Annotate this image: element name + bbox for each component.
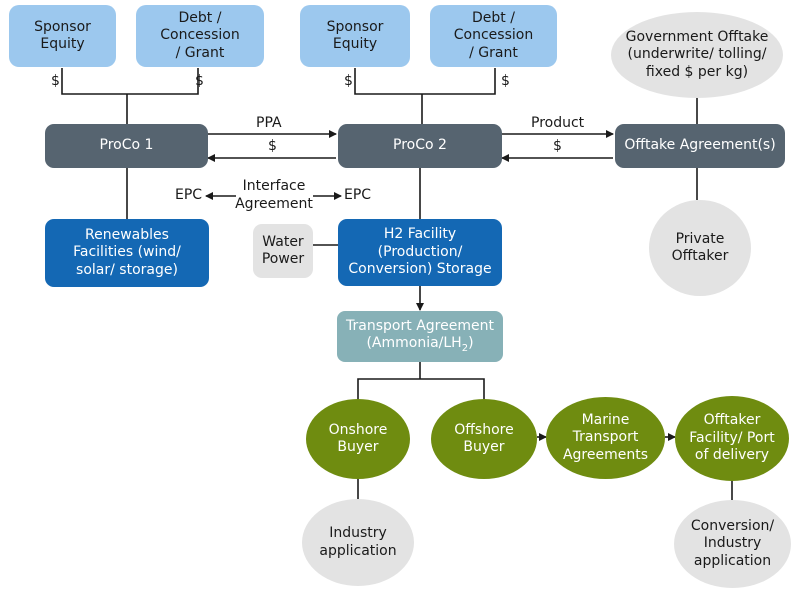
interface-agreement-label: Interface Agreement [235, 178, 313, 212]
h2-facility-box: H2 Facility (Production/ Conversion) Sto… [338, 219, 502, 286]
dollar-label-equity-2: $ [344, 73, 353, 89]
offshore-buyer-ellipse: Offshore Buyer [431, 399, 537, 479]
sponsor-equity-1-box: Sponsor Equity [9, 5, 116, 67]
connector-funding-1 [61, 68, 199, 124]
product-label: Product [531, 115, 585, 131]
transport-agreement-subscript: 2 [461, 342, 469, 354]
dollar-label-offtake: $ [553, 138, 562, 154]
offtaker-facility-ellipse: Offtaker Facility/ Port of delivery [675, 396, 789, 481]
dollar-label-equity-1: $ [51, 73, 60, 89]
transport-agreement-box: Transport Agreement (Ammonia/LH2) [337, 311, 503, 362]
ppa-label: PPA [256, 115, 282, 131]
industry-application-ellipse: Industry application [302, 499, 414, 586]
connector-funding-2 [354, 68, 496, 124]
transport-agreement-line1: Transport Agreement [346, 317, 494, 334]
water-power-box: Water Power [253, 224, 313, 278]
proco-2-box: ProCo 2 [338, 124, 502, 168]
transport-agreement-close: ) [468, 335, 474, 352]
connector-transport-buyers [357, 362, 485, 403]
dollar-label-debt-1: $ [195, 73, 204, 89]
transport-agreement-ammonia: (Ammonia/LH [366, 335, 462, 352]
proco-1-box: ProCo 1 [45, 124, 208, 168]
marine-transport-agreements-ellipse: Marine Transport Agreements [546, 397, 665, 479]
epc-label-right: EPC [344, 187, 372, 203]
epc-label-left: EPC [175, 187, 203, 203]
government-offtake-ellipse: Government Offtake (underwrite/ tolling/… [611, 12, 783, 98]
private-offtaker-ellipse: Private Offtaker [649, 200, 751, 296]
renewables-facilities-box: Renewables Facilities (wind/ solar/ stor… [45, 219, 209, 287]
sponsor-equity-2-box: Sponsor Equity [300, 5, 410, 67]
conversion-industry-application-ellipse: Conversion/ Industry application [674, 500, 791, 588]
transport-agreement-line2: (Ammonia/LH2) [366, 335, 473, 355]
debt-concession-grant-2-box: Debt / Concession / Grant [430, 5, 557, 67]
dollar-label-proco: $ [268, 138, 277, 154]
dollar-label-debt-2: $ [501, 73, 510, 89]
onshore-buyer-ellipse: Onshore Buyer [306, 399, 410, 479]
offtake-agreements-box: Offtake Agreement(s) [615, 124, 785, 168]
debt-concession-grant-1-box: Debt / Concession / Grant [136, 5, 264, 67]
